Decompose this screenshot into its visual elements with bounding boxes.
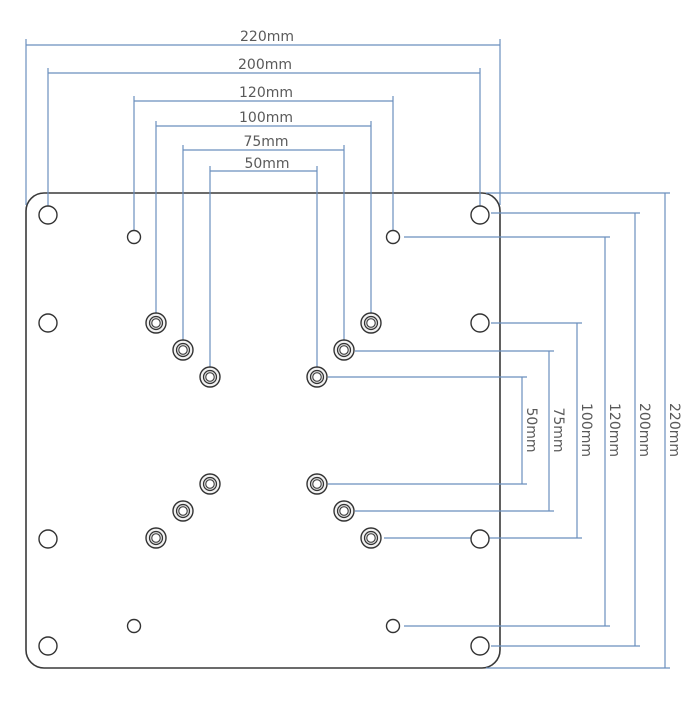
mounting-hole [385,618,401,634]
threaded-insert [199,366,221,388]
threaded-insert [172,339,194,361]
dimension-label: 220mm [666,403,682,457]
hole-pattern-200 [38,205,490,656]
hole-pattern-50 [199,366,328,495]
horizontal-dimension-120: 120mm [133,85,394,230]
dimension-label: 75mm [243,134,288,150]
mounting-plate [25,192,501,669]
dimension-label: 220mm [240,29,294,45]
mounting-hole [126,618,142,634]
vertical-dimension-220: 220mm [486,192,682,669]
dimension-label: 120mm [606,403,622,457]
mounting-hole [38,313,58,333]
threaded-insert [306,366,328,388]
mounting-hole [470,636,490,656]
hole-pattern-100 [145,312,382,549]
threaded-insert [172,500,194,522]
horizontal-dimension-100: 100mm [155,110,372,313]
threaded-insert [360,312,382,334]
threaded-insert [360,527,382,549]
dimension-label: 50mm [523,407,539,452]
mounting-hole [38,205,58,225]
mounting-hole [126,229,142,245]
mounting-hole [385,229,401,245]
dimension-label: 200mm [238,57,292,73]
side-holes [38,313,490,549]
dimension-label: 200mm [636,403,652,457]
hole-pattern-75 [172,339,355,522]
vertical-dimension-50: 50mm [328,376,539,485]
dimension-label: 50mm [244,156,289,172]
threaded-insert [145,527,167,549]
dimension-label: 120mm [239,85,293,101]
horizontal-dimension-200: 200mm [47,57,481,206]
mounting-hole [470,313,490,333]
dimension-label: 100mm [578,403,594,457]
horizontal-dimension-75: 75mm [182,134,345,340]
threaded-insert [145,312,167,334]
hole-pattern-120 [126,229,401,634]
horizontal-dimension-50: 50mm [209,156,318,367]
threaded-insert [333,339,355,361]
vertical-dimension-120: 120mm [404,236,622,627]
dimension-label: 100mm [239,110,293,126]
mounting-hole [38,529,58,549]
threaded-insert [306,473,328,495]
vertical-dimension-200: 200mm [491,212,652,647]
threaded-insert [333,500,355,522]
vertical-dimension-75: 75mm [355,350,566,512]
mounting-hole [470,205,490,225]
dimension-label: 75mm [550,407,566,452]
threaded-insert [199,473,221,495]
horizontal-dimension-220: 220mm [25,29,501,205]
mounting-hole [38,636,58,656]
mounting-hole [470,529,490,549]
